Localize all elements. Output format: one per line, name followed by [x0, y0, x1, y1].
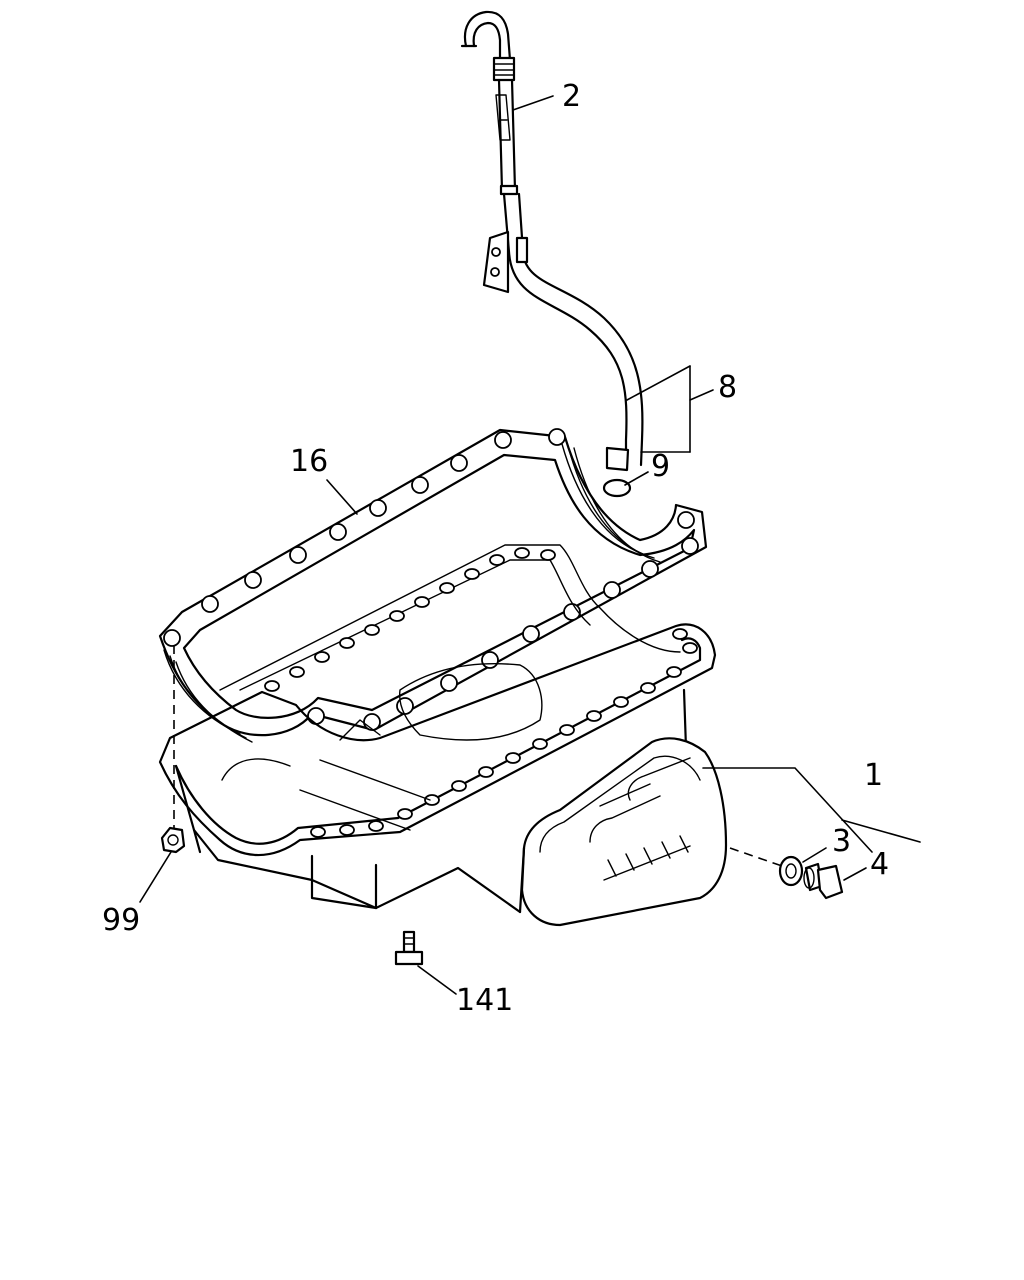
bolt	[394, 930, 424, 966]
label-9: 9	[651, 449, 670, 484]
label-16: 16	[290, 444, 328, 479]
label-141: 141	[456, 983, 513, 1018]
label-8: 8	[718, 370, 737, 405]
gasket-bolt-holes	[163, 428, 699, 731]
label-99: 99	[102, 903, 140, 938]
label-2: 2	[562, 79, 581, 114]
drain-plug-gasket	[778, 855, 804, 887]
gauge-guide-tube	[482, 192, 644, 472]
leader-lines	[139, 95, 921, 995]
label-1: 1	[864, 758, 883, 793]
callout-labels: 2 8 9 16 1 3 4 99 141	[102, 79, 889, 1018]
pan-flange-holes-far	[264, 547, 556, 692]
oil-pan	[158, 544, 728, 927]
label-4: 4	[870, 847, 889, 882]
nut	[160, 826, 186, 854]
oil-level-gauge	[460, 10, 519, 196]
label-3: 3	[832, 824, 851, 859]
pan-flange-holes-near	[310, 628, 698, 838]
drain-plug	[803, 862, 844, 900]
oil-pan-gasket	[158, 428, 708, 743]
o-ring	[602, 478, 632, 498]
drain-alignment-line	[729, 847, 783, 867]
